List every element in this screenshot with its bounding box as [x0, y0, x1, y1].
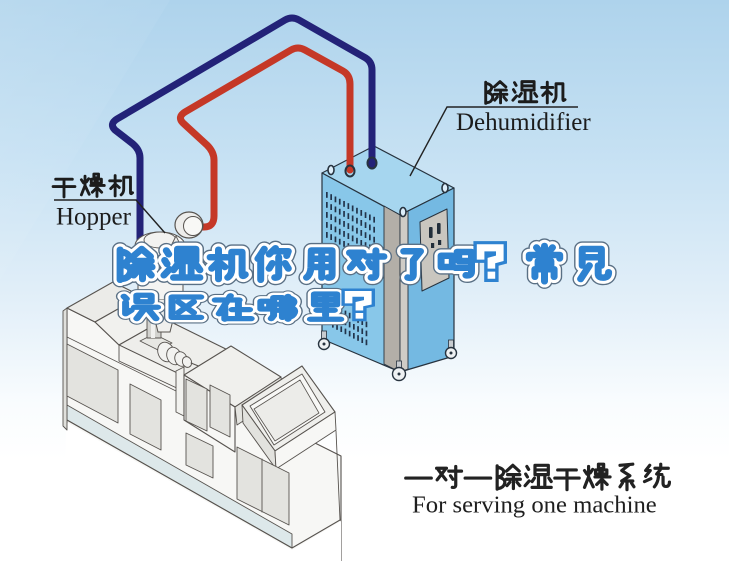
- svg-text:Dehumidifier: Dehumidifier: [456, 109, 591, 136]
- svg-text:For serving one machine: For serving one machine: [412, 492, 657, 519]
- svg-text:Hopper: Hopper: [56, 204, 132, 231]
